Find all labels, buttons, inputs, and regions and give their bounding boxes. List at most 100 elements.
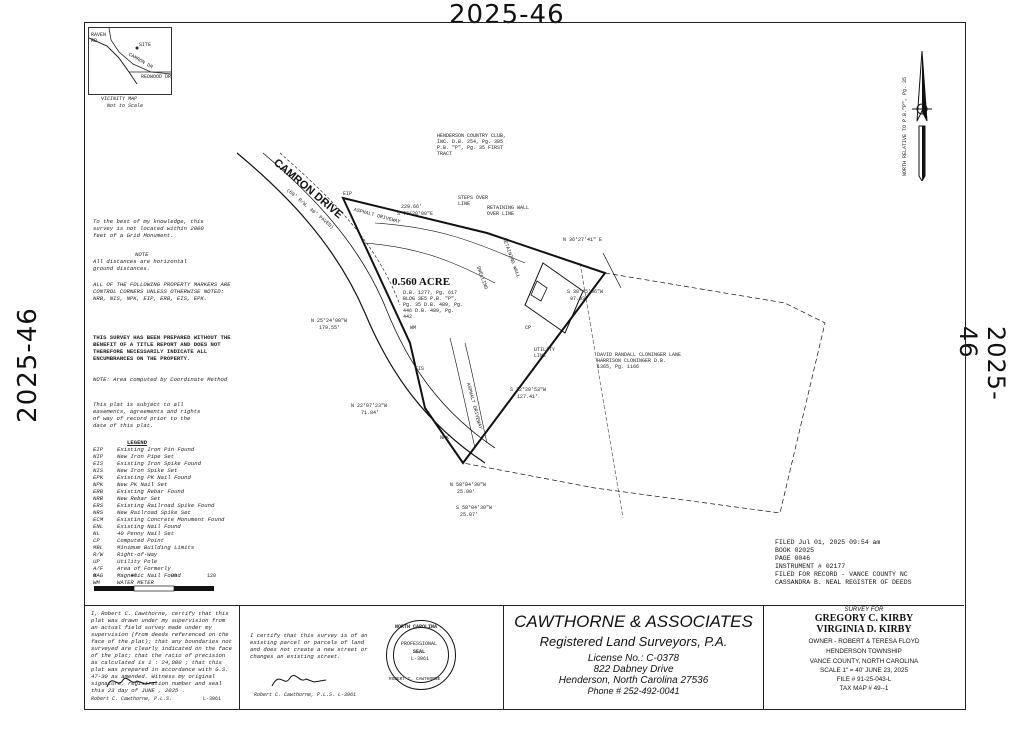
vicinity-map: SITE CAMRON DR REDWOOD DR RAVEN RD [88,27,172,95]
firm-phone: Phone # 252-492-0041 [587,686,680,696]
vicinity-site-label: SITE [139,42,152,48]
legend-code: MAG [93,572,104,579]
legend-description: WATER METER [117,579,154,586]
label-wm: WM [410,325,417,331]
legend-description: Existing Nail Found [117,523,181,530]
scale-bar: 0 40 80 120 [93,573,223,598]
note-head: NOTE [135,251,149,258]
recording-stamp: FILED Jul 01, 2025 09:54 am BOOK 02025 P… [775,539,960,587]
seal-mid-2: SEAL [413,649,426,655]
legend-code: CP [93,537,100,544]
legend-code: ENL [93,523,104,530]
vicinity-title: VICINITY MAP [101,96,138,102]
legend-code: ERS [93,502,104,509]
filed-date: FILED Jul 01, 2025 09:54 am [775,539,881,546]
signature-1 [106,677,158,688]
firm-name: CAWTHORNE & ASSOCIATES [514,612,753,631]
legend-item: ERB Existing Rebar Found [93,488,243,495]
note-markers: ALL OF THE FOLLOWING PROPERTY MARKERS AR… [93,281,231,302]
legend-item: MBL Minimum Building Limits [93,544,243,551]
filed-for-record: FILED FOR RECORD - VANCE COUNTY NC [775,571,908,578]
second-certificate-text: I certify that this survey is of an exis… [250,632,368,660]
label-utility-line: UTILITY LINE [534,347,556,359]
township: HENDERSON TOWNSHIP [826,648,902,655]
label-steps: STEPS OVER LINE [458,195,489,207]
firm-cell: CAWTHORNE & ASSOCIATES Registered Land S… [503,606,763,709]
legend-title: LEGEND [127,439,148,446]
seal-top: NORTH CAROLINA [395,624,438,630]
record-owners: OWNER - ROBERT & TERESA FLOYD [808,638,920,645]
plat-sheet: SITE CAMRON DR REDWOOD DR RAVEN RD VICIN… [84,22,966,710]
call-bearing-sw: N 22°07'23"W [351,403,388,409]
call-bearing-ne: N 36°27'41" E [563,237,603,243]
legend-description: Existing Iron Spike Found [117,460,201,467]
call-bearing-west: N 25°24'00"W [311,318,348,324]
legend-code: ECM [93,516,104,523]
legend-description: 40 Penny Nail Set [117,530,175,537]
legend-code: ERB [93,488,104,495]
legend-code: A/F [93,565,104,572]
legend-description: Minimum Building Limits [117,544,195,551]
legend-description: Area of Formerly [117,565,171,572]
legend-code: EIS [93,460,104,467]
firm-address: 822 Dabney Drive [593,664,674,675]
legend-code: NIS [93,467,104,474]
legend-code: NRB [93,495,104,502]
vicinity-map-drawing [88,27,172,85]
note-distances: All distances are horizontal ground dist… [93,258,187,272]
legend-description: Right-of-Way [117,551,158,558]
legend-item: R/W Right-of-Way [93,551,243,558]
survey-drawing [236,152,826,519]
instrument-number: INSTRUMENT # 02177 [775,563,846,570]
vicinity-corner-label: RAVEN RD [91,32,107,44]
owner-name-1: GREGORY C. KIRBY [814,613,914,624]
legend-code: NPK [93,481,104,488]
register-of-deeds: CASSANDRA B. NEAL REGISTER OF DEEDS [775,579,912,586]
owner-name-2: VIRGINIA D. KIRBY [816,624,912,635]
legend-code: UP [93,558,100,565]
call-distance-s2: 25.07' [460,512,479,518]
call-distance-se: 127.41' [517,394,539,400]
legend-item: ERS Existing Railroad Spike Found [93,502,243,509]
call-bearing-s2: S 58°04'30"W [456,505,493,511]
firm-subtitle: Registered Land Surveyors, P.A. [539,634,728,649]
scale-tick-40: 40 [131,573,138,579]
legend-description: Magnetic Nail Found [117,572,181,579]
legend-item: A/F Area of Formerly [93,565,243,572]
label-cp: CP [525,325,532,331]
seal-bottom: ROBERT C. CAWTHORNE [389,677,441,682]
certificate-signer: Robert C. Cawthorne, P.L.S. [91,696,173,702]
legend-code: R/W [93,551,104,558]
survey-for: SURVEY FOR [844,607,884,613]
legend-description: Existing Railroad Spike Found [117,502,215,509]
legend-description: New Railroad Spike Set [117,509,191,516]
legend-description: Computed Point [117,537,164,544]
call-bearing-north: S 77°20'00"E [397,211,434,217]
file-number-top: 2025-46 [449,0,565,30]
legend-description: New Iron Pipe Set [117,453,175,460]
vicinity-road-2: REDWOOD DR [141,74,172,80]
note-title-report: THIS SURVEY HAS BEEN PREPARED WITHOUT TH… [93,334,231,362]
legend-code: MBL [93,544,104,551]
acreage: 0.560 ACRE [392,276,451,288]
firm-license: License No.: C-0378 [587,653,680,664]
vicinity-subtitle: Not to Scale [107,103,144,109]
legend-description: Existing Rebar Found [117,488,185,495]
label-eip-nw: EIP [343,191,353,197]
seal-mid-3: L-3961 [411,656,430,662]
legend-description: New Rebar Set [117,495,161,502]
note-grid: To the best of my knowledge, this survey… [93,218,204,239]
county: VANCE COUNTY, NORTH CAROLINA [809,658,919,665]
acreage-references: D.B. 1277, Pg. 617 BLOG 3E5 P.B. "P", Pg… [403,290,464,320]
legend-description: New PK Nail Set [117,481,168,488]
legend-code: EPK [93,474,104,481]
north-arrow [912,51,932,181]
file-ref: FILE # 91-25-043-L [836,676,892,683]
label-retaining-wall-over: RETAINING WALL OVER LINE [487,205,530,217]
second-certificate-signer: Robert C. Cawthorne, P.L.S. L-3961 [254,692,357,698]
call-bearing-east: S 30°45'06"W [567,289,604,295]
